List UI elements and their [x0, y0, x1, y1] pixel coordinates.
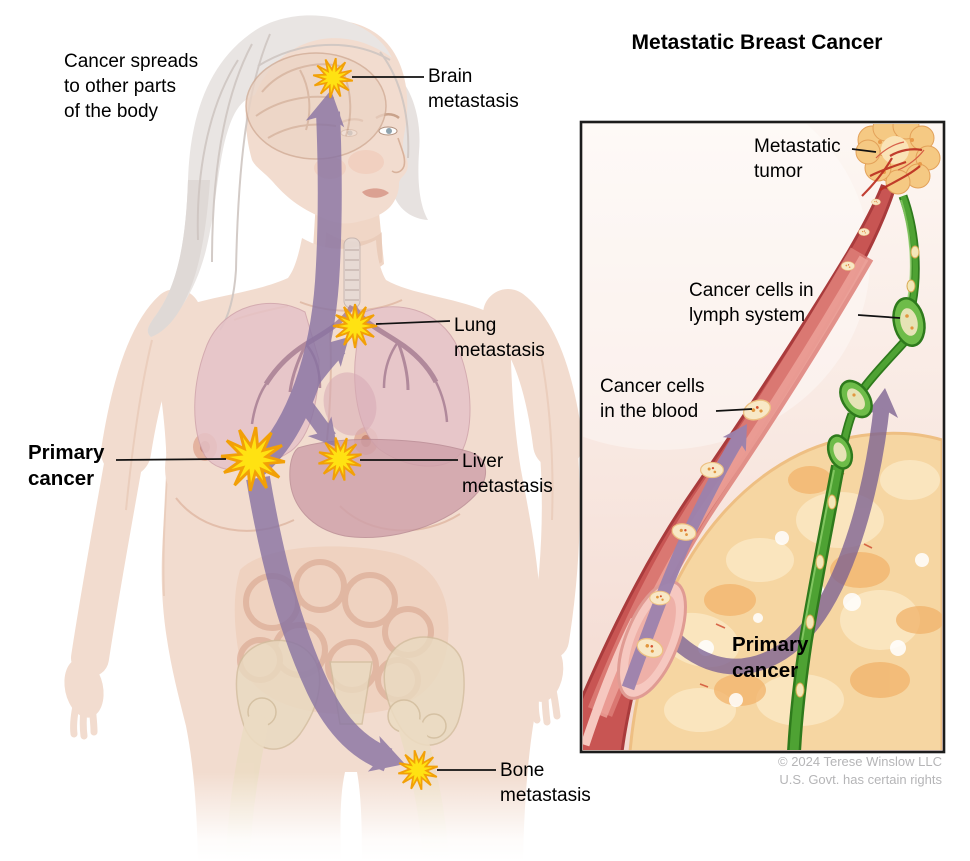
credit-line-2: U.S. Govt. has certain rights	[779, 772, 942, 787]
lymph-nodes	[826, 297, 926, 470]
arrow-to-bone	[246, 475, 411, 782]
nose	[391, 137, 406, 174]
leader-metastatic-tumor	[851, 148, 877, 153]
inset-label-lymph: Cancer cells in lymph system	[689, 280, 814, 326]
leader-lung	[375, 320, 451, 325]
copyright-credit: © 2024 Terese Winslow LLC U.S. Govt. has…	[778, 753, 942, 789]
inset-leader-lines	[715, 148, 901, 412]
label-brain-metastasis: Brain metastasis	[428, 66, 519, 112]
lymph-vessel-illustration	[787, 194, 926, 750]
inset-panel	[579, 120, 946, 754]
leader-primary	[115, 458, 227, 461]
inset-border	[579, 120, 946, 754]
heart-illustration	[323, 372, 377, 436]
inset-label-metastatic-tumor: Metastatic tumor	[754, 136, 841, 182]
label-lung-metastasis: Lung metastasis	[454, 315, 545, 361]
leader-blood	[715, 408, 753, 412]
right-arm	[483, 289, 583, 659]
label-bone-metastasis: Bone metastasis	[500, 760, 591, 806]
inset-label-blood: Cancer cells in the blood	[600, 376, 705, 422]
brain-illustration	[245, 52, 387, 160]
metastasis-arrows	[246, 86, 411, 782]
arrow-to-lung	[293, 326, 360, 403]
figure-note: Cancer spreads to other parts of the bod…	[64, 51, 199, 122]
hair	[147, 15, 410, 337]
arrow-to-brain	[246, 86, 351, 478]
leader-lymph	[857, 314, 901, 319]
leader-lines	[115, 76, 496, 771]
arrow-to-liver	[297, 397, 349, 457]
figure-bottom-fade	[30, 772, 575, 861]
inset-tissue-arrow	[645, 386, 902, 675]
credit-line-1: © 2024 Terese Winslow LLC	[778, 754, 942, 769]
metastatic-tumor-graphic	[855, 124, 941, 197]
left-hand	[64, 658, 104, 718]
lips	[362, 188, 389, 198]
label-primary-cancer: Primary cancer	[28, 441, 105, 490]
inset-label-primary-cancer: Primary cancer	[732, 633, 809, 682]
label-liver-metastasis: Liver metastasis	[462, 451, 553, 497]
diagram-title: Metastatic Breast Cancer	[631, 31, 883, 54]
trachea-illustration	[343, 237, 361, 309]
